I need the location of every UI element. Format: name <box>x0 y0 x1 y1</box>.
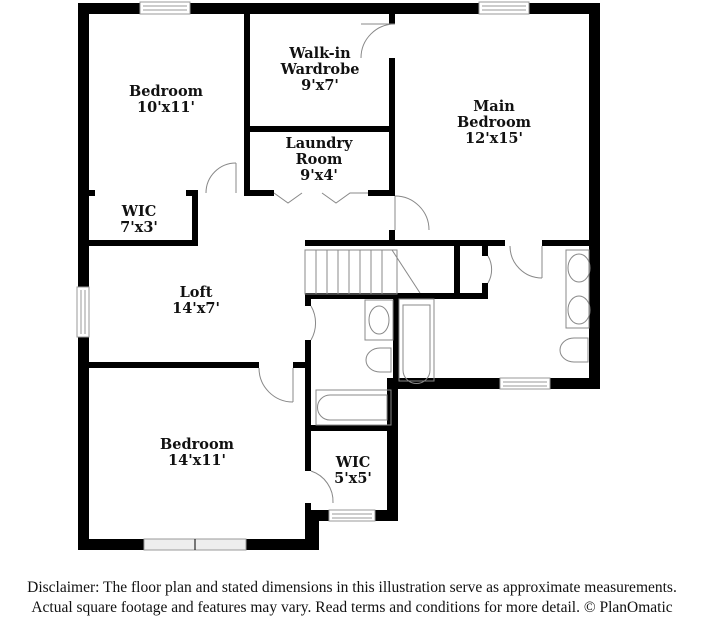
windows <box>76 1 551 551</box>
interior-walls <box>89 14 592 543</box>
room-name-line2: Wardrobe <box>280 61 360 78</box>
room-label-bedroom-14x11: Bedroom 14'x11' <box>160 437 234 469</box>
room-name: Bedroom <box>160 436 234 453</box>
room-label-bedroom-10x11: Bedroom 10'x11' <box>129 84 203 116</box>
room-dimensions: 12'x15' <box>465 130 523 147</box>
room-name-line1: Walk-in <box>289 45 351 62</box>
room-label-laundry-room: Laundry Room 9'x4' <box>286 136 353 184</box>
disclaimer-line-1: Disclaimer: The floor plan and stated di… <box>27 579 677 596</box>
room-dimensions: 5'x5' <box>334 470 372 487</box>
room-dimensions: 9'x7' <box>301 77 339 94</box>
room-name-line1: Laundry <box>285 135 353 152</box>
disclaimer: Disclaimer: The floor plan and stated di… <box>0 578 704 618</box>
doors <box>205 23 543 504</box>
room-label-wic-7x3: WIC 7'x3' <box>120 204 158 236</box>
disclaimer-line-2: Actual square footage and features may v… <box>31 599 673 616</box>
room-dimensions: 14'x11' <box>168 452 226 469</box>
room-name-line2: Bedroom <box>457 114 531 131</box>
room-label-walk-in-wardrobe: Walk-in Wardrobe 9'x7' <box>281 46 360 94</box>
room-name: WIC <box>121 203 157 220</box>
bath-fixtures <box>315 249 591 426</box>
room-label-loft: Loft 14'x7' <box>172 285 220 317</box>
stairs <box>304 249 421 295</box>
floor-plan <box>76 1 600 551</box>
room-dimensions: 7'x3' <box>120 219 158 236</box>
room-dimensions: 14'x7' <box>172 300 220 317</box>
room-dimensions: 9'x4' <box>300 167 338 184</box>
room-name: Loft <box>179 284 213 301</box>
room-name-line2: Room <box>295 151 343 168</box>
room-dimensions: 10'x11' <box>137 99 195 116</box>
room-label-main-bedroom: Main Bedroom 12'x15' <box>457 99 531 147</box>
room-name: WIC <box>335 454 371 471</box>
room-name-line1: Main <box>473 98 515 115</box>
room-name: Bedroom <box>129 83 203 100</box>
room-label-wic-5x5: WIC 5'x5' <box>334 455 372 487</box>
